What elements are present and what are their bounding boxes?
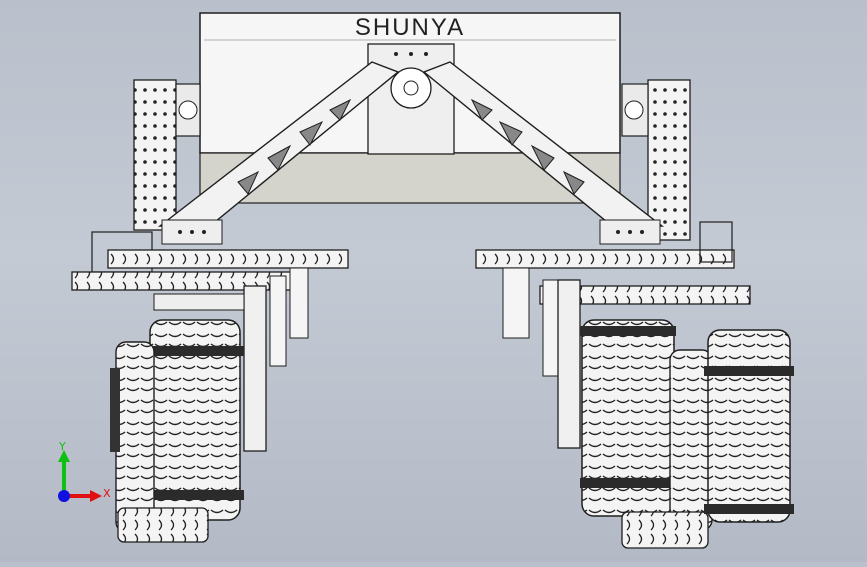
- right-drive-assembly: [475, 221, 751, 449]
- right-front-wheel: [580, 319, 676, 517]
- left-rear-wheel: [110, 341, 209, 543]
- z-axis-dot: [58, 490, 70, 502]
- left-drive-assembly: [71, 231, 349, 452]
- center-hub-plate: [367, 43, 455, 155]
- model-title-text: SHUNYA: [354, 14, 466, 41]
- left-front-wheel: [146, 319, 244, 521]
- right-rear-wheel: [704, 329, 794, 523]
- left-mount-column: [133, 79, 201, 231]
- right-mount-column: [621, 79, 691, 241]
- x-axis-label: X: [103, 487, 111, 500]
- left-truss-arm: [157, 61, 400, 245]
- right-truss-arm: [422, 61, 665, 245]
- y-axis-label: Y: [59, 440, 66, 453]
- coordinate-triad: [58, 450, 102, 502]
